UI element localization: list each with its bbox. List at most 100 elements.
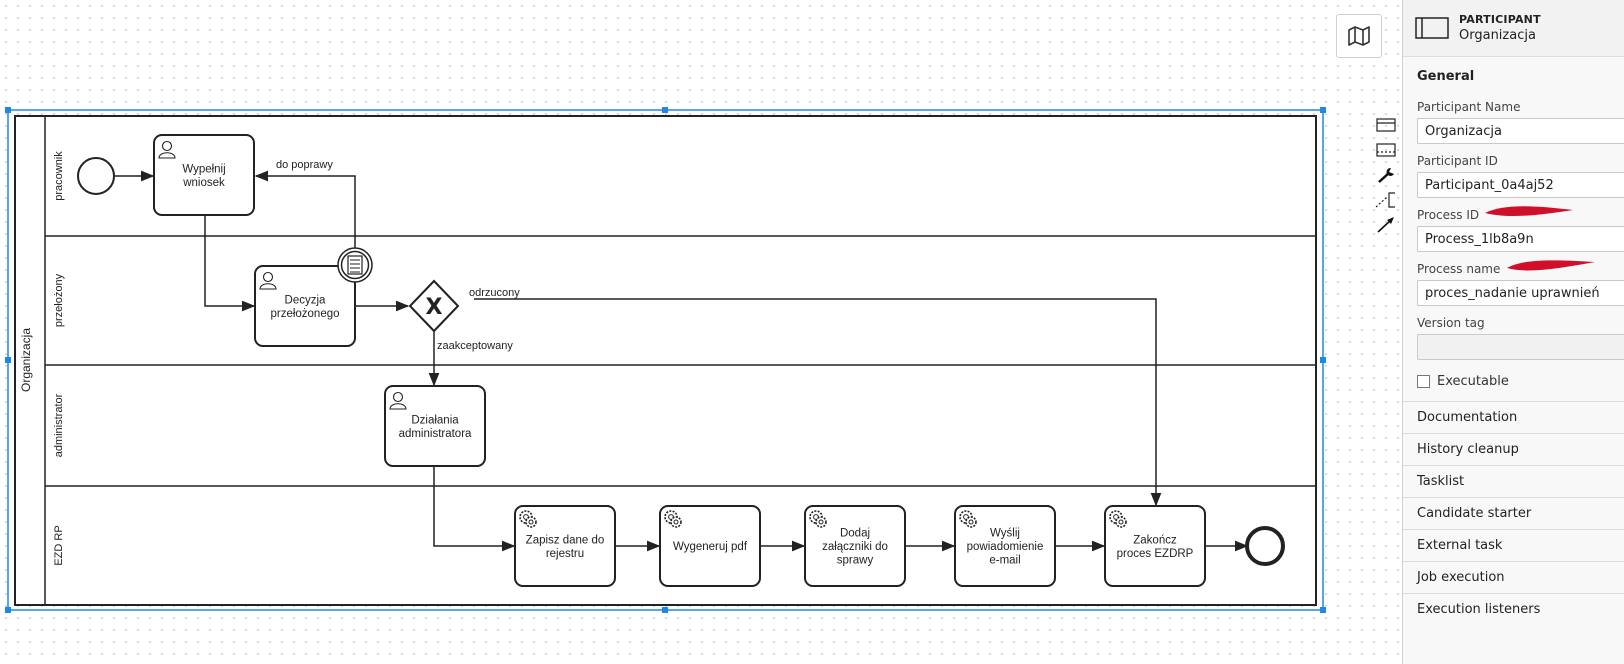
- sequence-flow[interactable]: [204, 216, 256, 312]
- task-box[interactable]: [384, 385, 486, 467]
- gear-hub: [673, 519, 679, 525]
- lane-above-icon: [1376, 118, 1396, 132]
- minimap-toggle-button[interactable]: [1336, 14, 1382, 58]
- sequence-flow[interactable]: [474, 298, 1162, 507]
- lane-label: przełożony: [53, 273, 65, 327]
- group-general-title[interactable]: General: [1417, 69, 1475, 84]
- text-annotation-button[interactable]: [1374, 189, 1398, 211]
- context-pad: [1374, 114, 1400, 234]
- user-head: [392, 391, 404, 403]
- group-job-execution[interactable]: Job execution: [1403, 561, 1624, 593]
- group-execution-listeners[interactable]: Execution listeners: [1403, 593, 1624, 625]
- resize-handle[interactable]: [662, 107, 668, 113]
- user-icon: [259, 271, 277, 290]
- wrench-icon: [1378, 167, 1394, 183]
- exclusive-gateway[interactable]: [408, 279, 460, 333]
- resize-handle[interactable]: [5, 107, 11, 113]
- start-event[interactable]: [77, 157, 115, 195]
- lane-label: EZD RP: [53, 525, 65, 565]
- bpmn-canvas[interactable]: Organizacja pracownik przełożony administra…: [0, 0, 1400, 664]
- executable-label: Executable: [1437, 374, 1509, 389]
- task-label-line: Działania: [411, 414, 459, 426]
- gateway-x-icon: X: [426, 295, 443, 320]
- resize-handle[interactable]: [5, 607, 11, 613]
- version-tag-label: Version tag: [1417, 316, 1485, 330]
- task-label-line: e-mail: [989, 555, 1020, 567]
- participant-name-label: Participant Name: [1417, 100, 1521, 114]
- task-label-line: sprawy: [837, 555, 874, 567]
- flow-label: do poprawy: [276, 159, 333, 171]
- user-icon: [389, 391, 407, 410]
- gear-icon: [809, 510, 827, 528]
- participant-id-input[interactable]: [1417, 172, 1624, 198]
- change-type-button[interactable]: [1374, 164, 1398, 186]
- task-label-line: powiadomienie: [967, 541, 1044, 553]
- add-lane-below-button[interactable]: [1374, 139, 1398, 161]
- add-lane-above-button[interactable]: [1374, 114, 1398, 136]
- gear-icon: [664, 510, 682, 528]
- connect-button[interactable]: [1374, 214, 1398, 236]
- association-icon: [1375, 192, 1395, 208]
- task-box[interactable]: [659, 505, 761, 587]
- task-box[interactable]: [514, 505, 616, 587]
- end-event[interactable]: [1245, 526, 1285, 566]
- participant-name-input[interactable]: [1417, 118, 1624, 144]
- task-box[interactable]: [954, 505, 1056, 587]
- user-icon: [158, 140, 176, 159]
- group-general: Participant Name Participant ID Process …: [1403, 100, 1624, 389]
- process-name-input[interactable]: [1417, 280, 1624, 306]
- element-name: Organizacja: [1459, 28, 1536, 43]
- task-box[interactable]: [153, 134, 255, 216]
- resize-handle[interactable]: [5, 357, 11, 363]
- resize-handle[interactable]: [1320, 107, 1326, 113]
- pool-label: Organizacja: [19, 328, 33, 392]
- gear-icon: [1109, 510, 1127, 528]
- participant-icon: [1415, 17, 1449, 39]
- version-tag-input[interactable]: [1417, 334, 1624, 360]
- process-name-label: Process name: [1417, 262, 1501, 276]
- group-history-cleanup[interactable]: History cleanup: [1403, 433, 1624, 465]
- lane-label: administrator: [53, 393, 65, 457]
- resize-handle[interactable]: [1320, 607, 1326, 613]
- task-label-line: przełożonego: [270, 308, 339, 320]
- group-candidate-starter[interactable]: Candidate starter: [1403, 497, 1624, 529]
- executable-checkbox[interactable]: [1417, 375, 1430, 388]
- flow-label: zaakceptowany: [437, 340, 513, 352]
- user-body: [158, 152, 176, 159]
- task-box[interactable]: [804, 505, 906, 587]
- task-label-line: Zakończ: [1133, 534, 1177, 546]
- flow-label: odrzucony: [469, 287, 520, 299]
- sequence-flow[interactable]: [433, 466, 516, 552]
- task-label-line: Decyzja: [285, 294, 327, 306]
- user-body: [259, 283, 277, 290]
- gear-hub: [818, 519, 824, 525]
- task-label-line: Dodaj: [840, 528, 870, 540]
- resize-handle[interactable]: [662, 607, 668, 613]
- group-external-task[interactable]: External task: [1403, 529, 1624, 561]
- lane-label: pracownik: [53, 151, 65, 201]
- process-id-input[interactable]: [1417, 226, 1624, 252]
- task-label-line: Zapisz dane do: [526, 534, 605, 546]
- group-tasklist[interactable]: Tasklist: [1403, 465, 1624, 497]
- task-box[interactable]: [254, 265, 356, 347]
- task-label-line: Wygeneruj pdf: [673, 541, 748, 553]
- group-documentation[interactable]: Documentation: [1403, 401, 1624, 433]
- executable-checkbox-row[interactable]: Executable: [1417, 374, 1624, 389]
- connect-arrow-icon: [1377, 217, 1394, 233]
- bpmn-diagram: Organizacja pracownik przełożony administra…: [5, 107, 1326, 613]
- gear-hub: [528, 519, 534, 525]
- process-id-label: Process ID: [1417, 208, 1480, 222]
- user-body: [389, 403, 407, 410]
- element-type: PARTICIPANT: [1459, 13, 1541, 26]
- sequence-flow[interactable]: [254, 170, 356, 262]
- task-box[interactable]: [1104, 505, 1206, 587]
- task-label-line: załączniki do: [822, 541, 888, 553]
- task-label: Wygeneruj pdf: [673, 541, 748, 553]
- properties-panel: PARTICIPANT Organizacja General Particip…: [1402, 0, 1624, 664]
- resize-handle[interactable]: [1320, 357, 1326, 363]
- user-head: [262, 271, 274, 283]
